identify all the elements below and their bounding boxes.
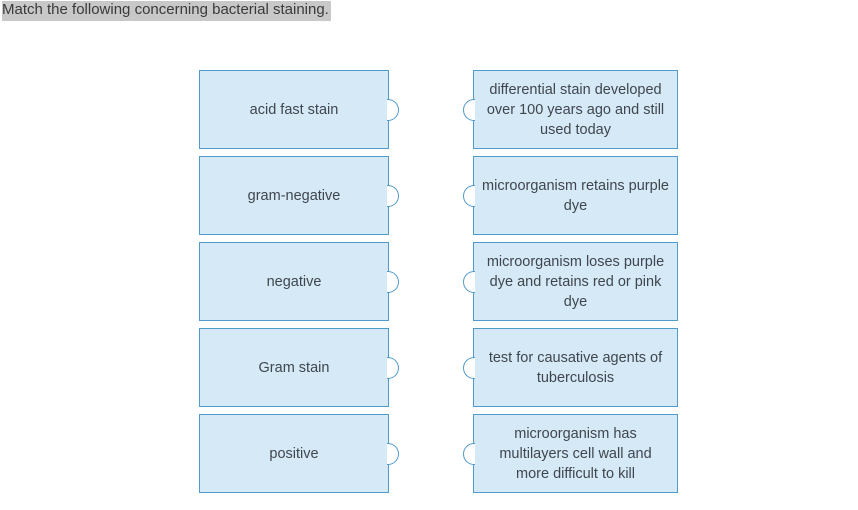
- match-term-label: gram-negative: [247, 187, 341, 204]
- match-definition-label: test for causative agents of tuberculosi…: [488, 349, 663, 386]
- connector-notch-icon: [387, 442, 399, 465]
- match-definition-card[interactable]: differential stain developed over 100 ye…: [463, 70, 678, 149]
- match-term-label: negative: [266, 273, 322, 290]
- match-definition-label: microorganism retains purple dye: [482, 177, 669, 214]
- match-term-label: Gram stain: [258, 359, 330, 376]
- match-definitions-column: differential stain developed over 100 ye…: [463, 70, 678, 493]
- match-definition-card[interactable]: test for causative agents of tuberculosi…: [463, 328, 678, 407]
- connector-notch-icon: [463, 442, 475, 465]
- match-term-label: acid fast stain: [249, 101, 339, 118]
- connector-notch-icon: [387, 270, 399, 293]
- connector-notch-icon: [387, 184, 399, 207]
- match-definition-label: differential stain developed over 100 ye…: [486, 81, 665, 138]
- connector-notch-icon: [387, 356, 399, 379]
- match-term-label: positive: [269, 445, 319, 462]
- match-term-card[interactable]: positive: [199, 414, 399, 493]
- match-terms-column: acid fast stain gram-negative negative G…: [199, 70, 399, 493]
- match-term-card[interactable]: gram-negative: [199, 156, 399, 235]
- connector-notch-icon: [463, 270, 475, 293]
- match-definition-label: microorganism has multilayers cell wall …: [499, 425, 652, 482]
- match-definition-card[interactable]: microorganism retains purple dye: [463, 156, 678, 235]
- match-term-card[interactable]: acid fast stain: [199, 70, 399, 149]
- connector-notch-icon: [387, 98, 399, 121]
- connector-notch-icon: [463, 356, 475, 379]
- connector-notch-icon: [463, 98, 475, 121]
- match-definition-card[interactable]: microorganism has multilayers cell wall …: [463, 414, 678, 493]
- connector-notch-icon: [463, 184, 475, 207]
- match-definition-card[interactable]: microorganism loses purple dye and retai…: [463, 242, 678, 321]
- match-term-card[interactable]: negative: [199, 242, 399, 321]
- question-prompt: Match the following concerning bacterial…: [2, 1, 331, 21]
- match-definition-label: microorganism loses purple dye and retai…: [486, 253, 665, 310]
- match-term-card[interactable]: Gram stain: [199, 328, 399, 407]
